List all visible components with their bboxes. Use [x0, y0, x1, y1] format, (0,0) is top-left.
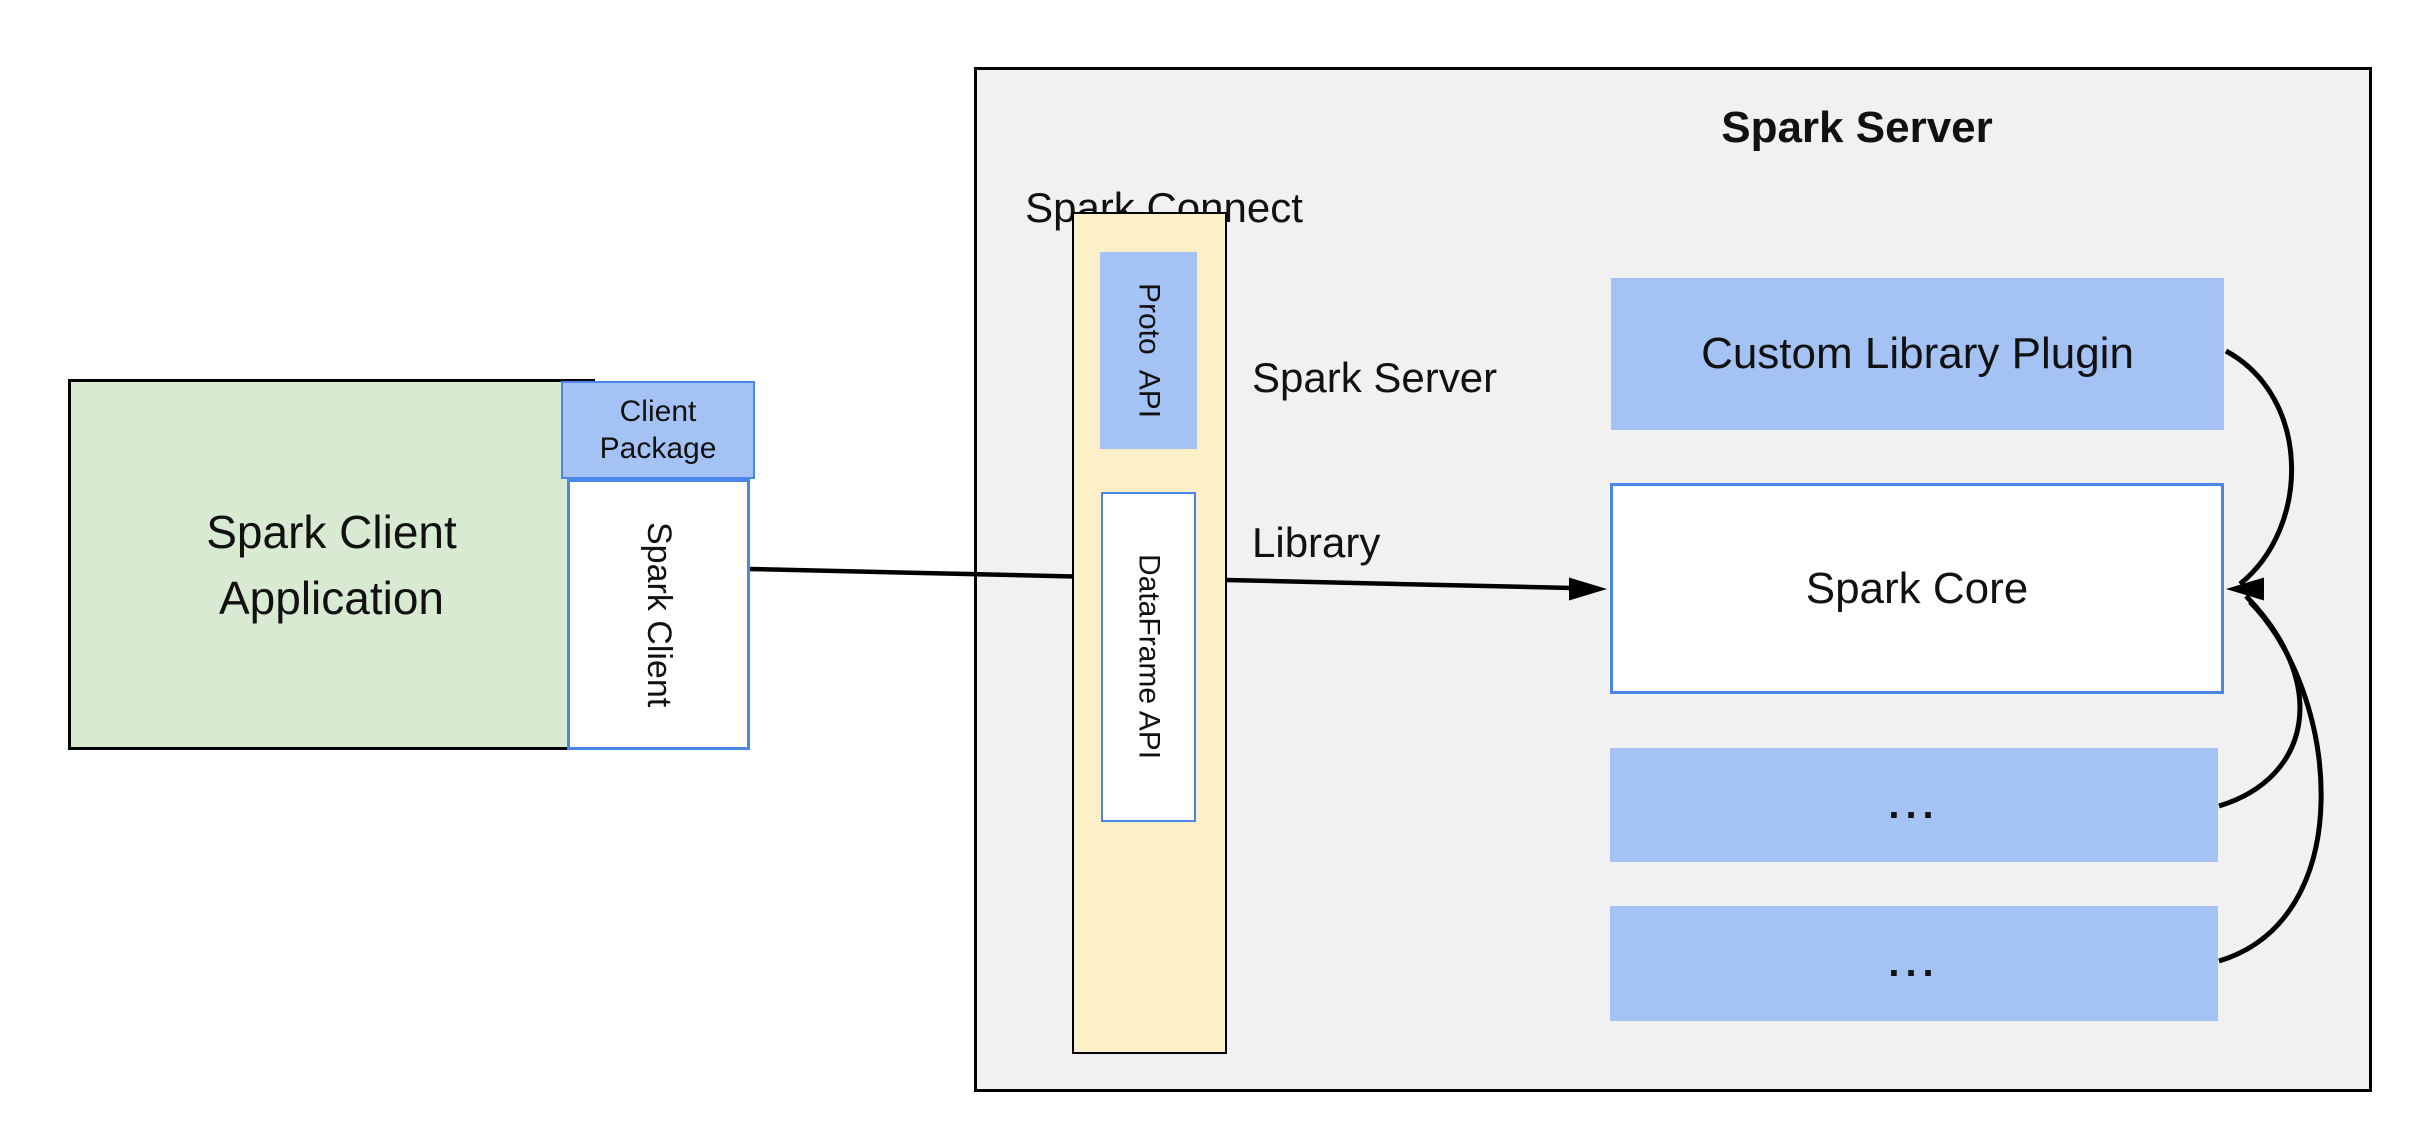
spark-client-application-label-line1: Spark Client [206, 505, 457, 558]
dataframe-api-label: DataFrame API [1132, 554, 1166, 760]
spark-client-application-label-line2: Application [218, 571, 445, 624]
spark-server-title: Spark Server [1721, 103, 1993, 152]
module-placeholder-label: ... [1888, 941, 1940, 985]
spark-client-label: Spark Client [640, 521, 678, 708]
module-placeholder-label: ... [1888, 782, 1940, 827]
spark-core-box: Spark Core [1610, 483, 2224, 694]
module-placeholder-box: ... [1610, 748, 2218, 862]
custom-library-plugin-label: Custom Library Plugin [1701, 329, 2134, 378]
spark-server-library-label-line1: Spark Server [1252, 354, 1498, 401]
client-package-label-line2: Package [599, 432, 717, 465]
proto-api-box: Proto API [1100, 252, 1197, 449]
spark-client-box: Spark Client [567, 479, 750, 750]
client-package-label-line1: Client [619, 395, 697, 428]
spark-client-application-box: Spark Client Application [68, 379, 595, 750]
client-package-box: Client Package [561, 381, 755, 479]
spark-server-library-label-line2: Library [1252, 519, 1381, 566]
dataframe-api-box: DataFrame API [1101, 492, 1196, 822]
spark-core-label: Spark Core [1805, 563, 2029, 613]
proto-api-label: Proto API [1132, 282, 1166, 419]
spark-server-library-label: Spark Server Library [1252, 240, 1672, 680]
module-placeholder-box: ... [1610, 906, 2218, 1021]
custom-library-plugin-box: Custom Library Plugin [1611, 278, 2224, 430]
